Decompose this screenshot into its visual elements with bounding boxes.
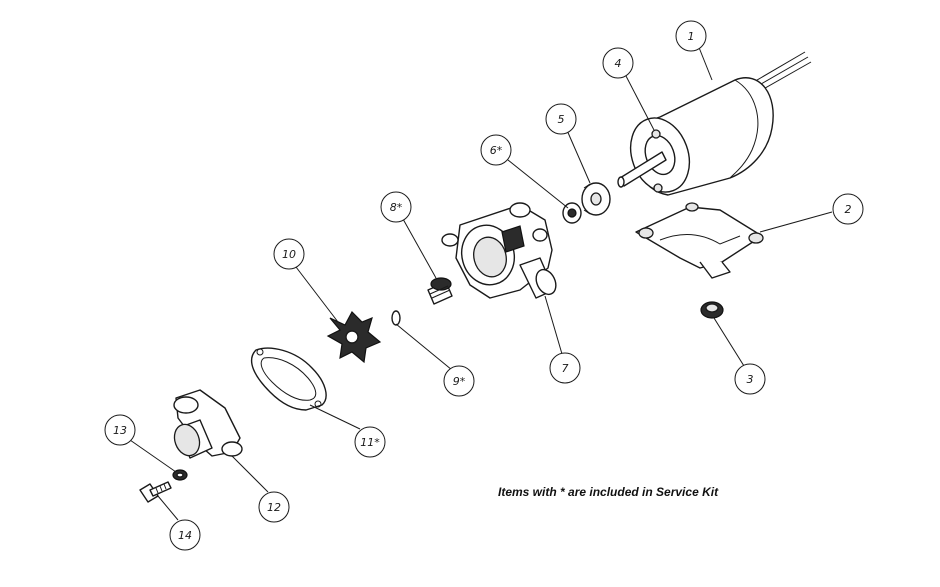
part-grommet (700, 301, 724, 319)
svg-text:5: 5 (558, 113, 565, 126)
callout-7: 7 (549, 352, 581, 384)
callout-4: 4 (602, 47, 634, 79)
callout-14: 14 (169, 519, 201, 551)
part-pump-housing (441, 202, 557, 299)
part-impeller (326, 311, 382, 364)
callout-8: 8* (380, 191, 412, 223)
callout-13: 13 (104, 414, 136, 446)
part-inlet-cover (173, 389, 243, 459)
service-kit-note: Items with * are included in Service Kit (498, 485, 719, 499)
callout-1: 1 (675, 20, 707, 52)
svg-text:4: 4 (615, 57, 622, 70)
svg-text:11*: 11* (360, 436, 380, 449)
callout-12: 12 (258, 491, 290, 523)
svg-text:3: 3 (747, 373, 754, 386)
part-mounting-bracket (635, 202, 764, 279)
callout-11: 11* (354, 426, 386, 458)
svg-text:9*: 9* (453, 375, 466, 388)
part-gasket (251, 347, 327, 411)
callout-10: 10 (273, 238, 305, 270)
svg-text:6*: 6* (490, 144, 503, 157)
part-motor (617, 51, 812, 196)
part-valve-plug (427, 277, 453, 305)
leader-lines (129, 44, 833, 521)
part-seal (581, 182, 611, 216)
part-lock-washer (172, 469, 188, 481)
svg-text:2: 2 (845, 203, 852, 216)
callout-2: 2 (832, 193, 864, 225)
svg-text:7: 7 (562, 362, 569, 375)
svg-text:12: 12 (267, 501, 281, 514)
svg-text:14: 14 (178, 529, 192, 542)
callout-6: 6* (480, 134, 512, 166)
svg-text:10: 10 (282, 248, 296, 261)
callout-3: 3 (734, 363, 766, 395)
part-screw (139, 481, 172, 503)
callout-5: 5 (545, 103, 577, 135)
part-o-ring (391, 310, 401, 326)
callout-9: 9* (443, 365, 475, 397)
svg-text:1: 1 (688, 30, 695, 43)
svg-text:13: 13 (113, 424, 127, 437)
svg-text:8*: 8* (390, 201, 403, 214)
